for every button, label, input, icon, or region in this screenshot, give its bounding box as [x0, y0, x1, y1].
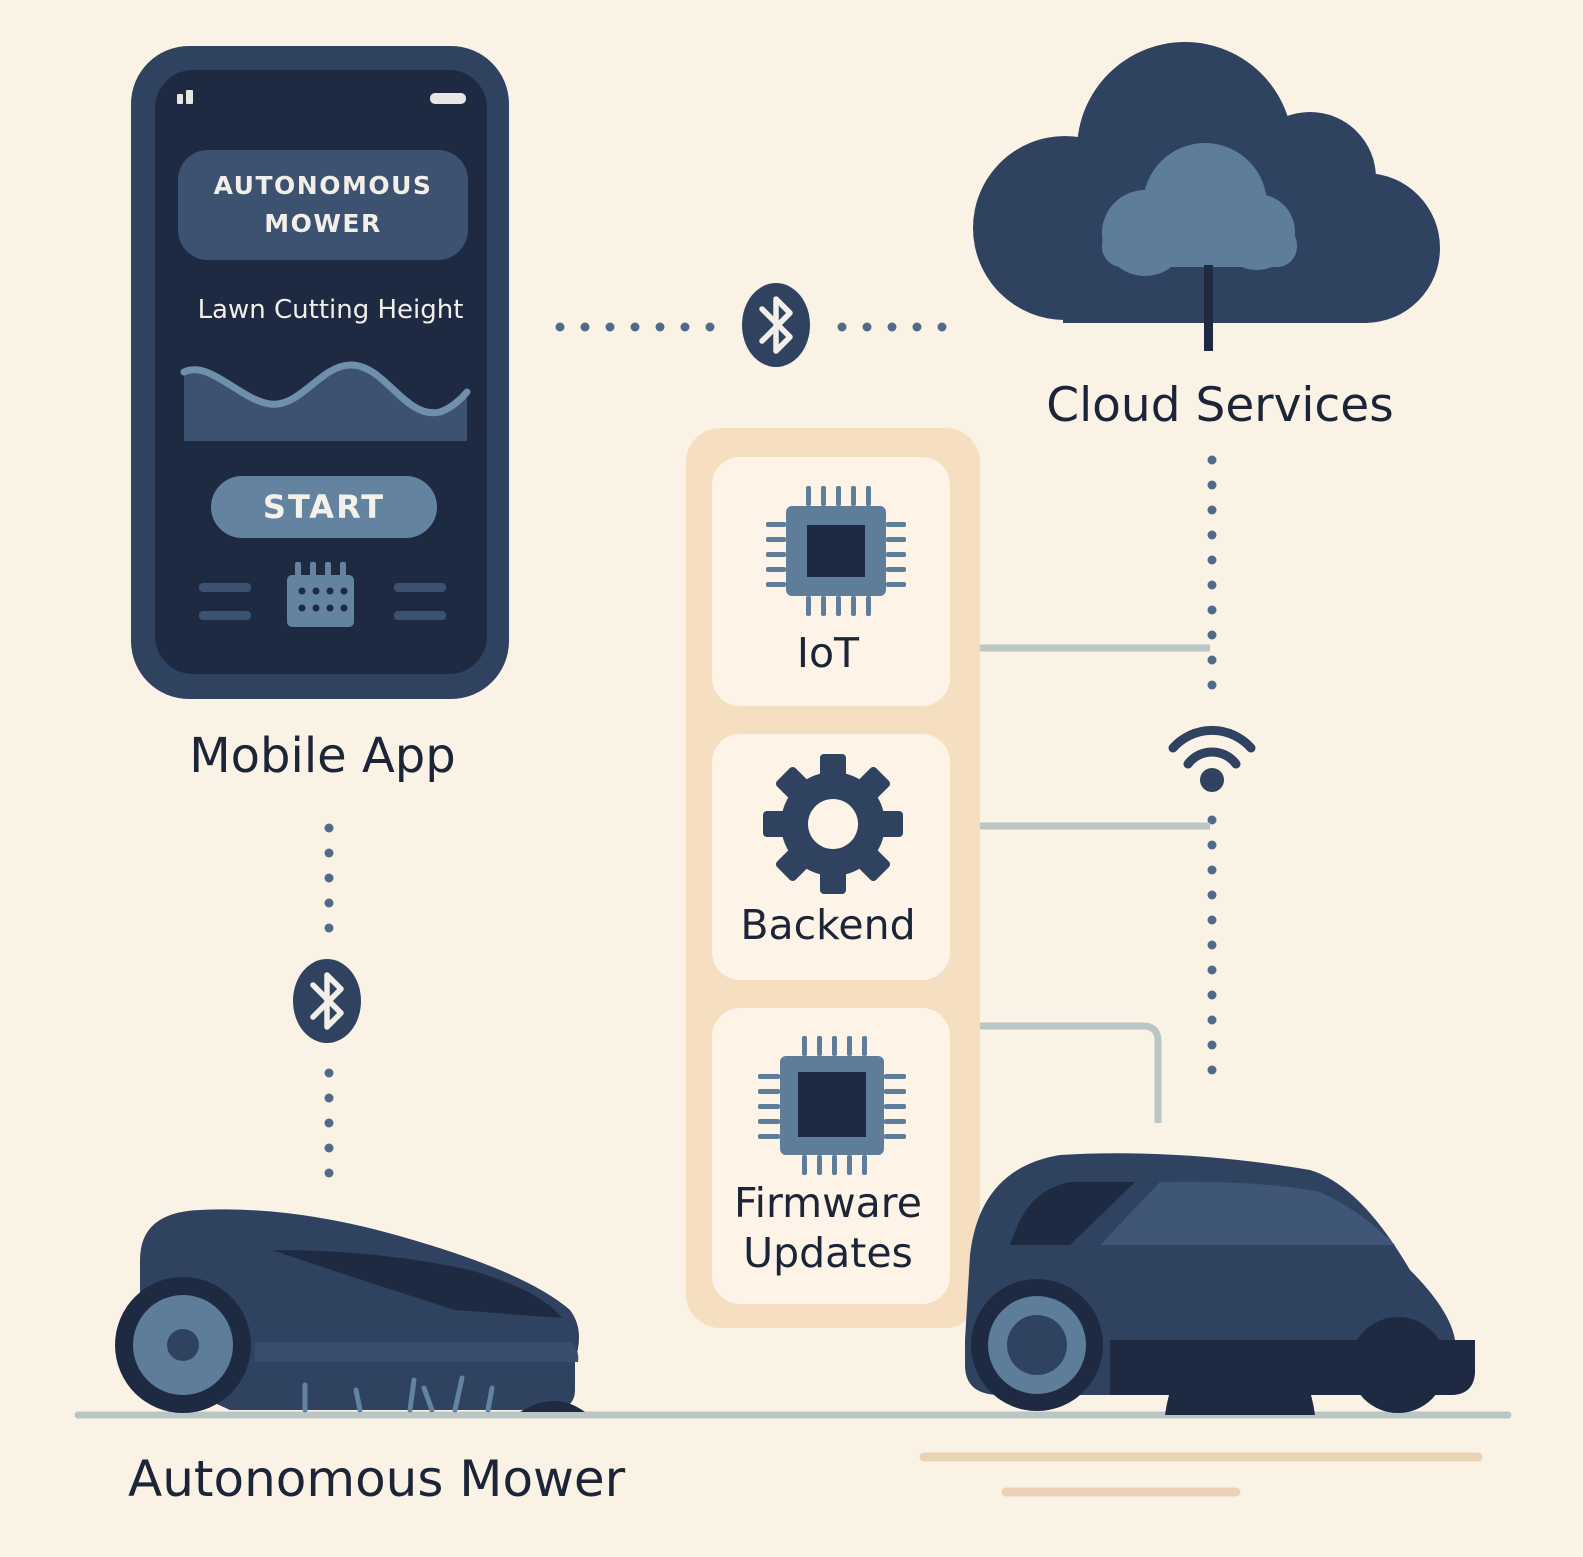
cutting-height-wave — [184, 364, 467, 441]
chip-icon — [758, 1036, 906, 1175]
firmware-updates-label: Firmware Updates — [734, 1179, 922, 1277]
phone-title-box — [178, 150, 468, 260]
menu-lines-left-icon — [199, 583, 251, 620]
cloud-services-label: Cloud Services — [1046, 378, 1394, 433]
backend-label: Backend — [740, 901, 916, 949]
calendar-icon — [287, 562, 354, 627]
firmware-card — [712, 1008, 950, 1304]
mobile-app-label: Mobile App — [189, 728, 456, 784]
iot-label: IoT — [796, 629, 860, 677]
autonomous-mower-label: Autonomous Mower — [128, 1450, 626, 1508]
phone-app-title: AUTONOMOUS MOWER — [213, 171, 433, 238]
chip-icon — [766, 486, 906, 616]
autonomous-vehicle — [965, 1153, 1475, 1415]
robot-mower — [115, 1209, 585, 1413]
dotted-connectors — [324, 322, 1217, 1178]
bluetooth-icon — [293, 959, 361, 1043]
menu-lines-right-icon — [394, 583, 446, 620]
phone-device — [131, 46, 509, 699]
service-connector-lines — [972, 644, 1210, 1123]
start-button[interactable]: START — [211, 476, 437, 538]
cloud-icon — [973, 42, 1440, 351]
bluetooth-icon — [742, 283, 810, 367]
gear-icon — [763, 754, 903, 894]
wifi-icon — [1168, 725, 1256, 792]
lawn-cutting-height-label: Lawn Cutting Height — [197, 295, 464, 325]
